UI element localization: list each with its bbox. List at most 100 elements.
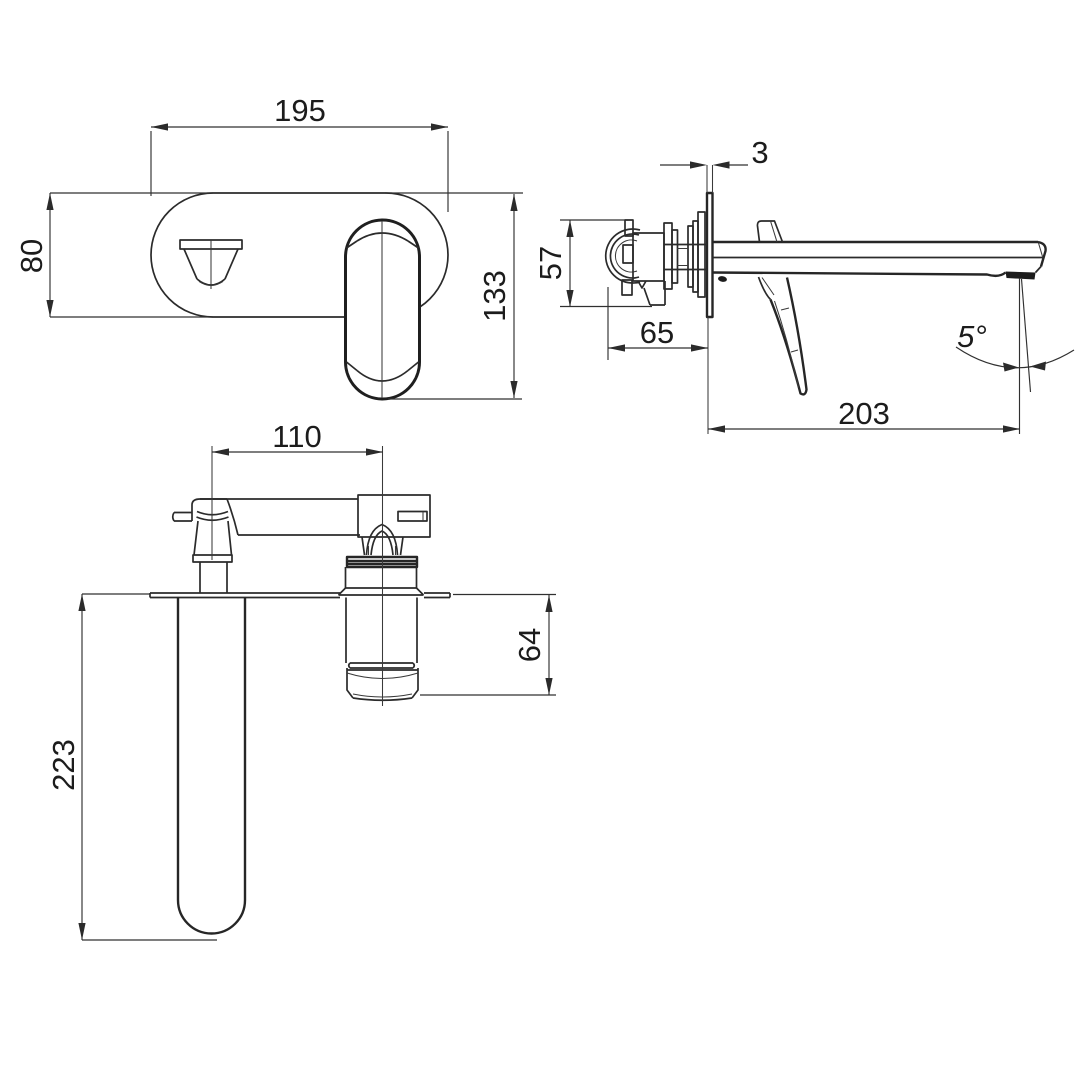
dim-spout-angle: 5° [955, 278, 1075, 393]
dim-label-body-depth: 65 [640, 315, 674, 350]
cartridge-band-2 [671, 229, 679, 284]
escutcheon-sleeve [697, 211, 706, 298]
dim-133-arrow-top [510, 194, 518, 211]
waterway-rails [664, 243, 707, 271]
cartridge-band-1 [663, 222, 673, 290]
body-top-tab [624, 219, 634, 237]
front-view [150, 192, 449, 401]
dim-wall-plate-thickness: 3 [660, 135, 769, 170]
elbow-neck [226, 498, 239, 536]
valve-block-notch [397, 510, 428, 522]
dim-label-spout-angle: 5° [957, 319, 987, 354]
side-view [604, 165, 1047, 434]
wall-plate-front [150, 192, 449, 318]
dim-195-arrow-left [151, 123, 168, 131]
dim-handle-height: 133 [388, 194, 522, 400]
dim-label-wall-plate-thickness: 3 [751, 135, 768, 170]
dim-3-arrow-left [690, 161, 707, 169]
valve-body-upper [344, 567, 418, 588]
lever-blade [769, 277, 808, 396]
dim-label-spout-tube-length: 223 [46, 739, 81, 791]
dim-label-plate-height: 80 [14, 239, 49, 273]
lever-inner-line [774, 300, 800, 388]
clip-arc-outer [604, 228, 641, 284]
spout-tube [176, 597, 247, 935]
dim-223-arrow-bottom [78, 923, 86, 940]
supply-pipe [199, 562, 228, 593]
valve-groove [347, 662, 416, 669]
bell-ribs [367, 546, 397, 555]
dim-valve-protrusion: 64 [420, 593, 556, 696]
lever-fillet [757, 276, 772, 301]
dim-64-arrow-top [545, 595, 553, 612]
dim-label-body-height: 57 [533, 246, 568, 280]
wall-plate-side [705, 191, 714, 319]
connecting-arm [200, 498, 360, 536]
dim-label-handle-height: 133 [477, 270, 512, 322]
dim-110-arrow-left [212, 448, 229, 456]
dim-body-depth: 65 [607, 287, 708, 360]
angle-stream-line [1020, 278, 1032, 393]
spout-front-top [179, 239, 243, 250]
handle-hump-inner [769, 220, 778, 243]
valve-nut [346, 668, 419, 702]
dim-plate-height: 80 [14, 192, 523, 318]
dim-80-lines [49, 192, 523, 318]
dim-223-arrow-top [78, 594, 86, 611]
dim-label-valve-protrusion: 64 [512, 628, 547, 662]
joint-body [193, 520, 233, 556]
body-block [632, 232, 665, 282]
dim-133-arrow-bottom [510, 381, 518, 398]
body-lower-notch [637, 280, 666, 306]
dim-133-lines [388, 194, 522, 400]
body-mid-tab [622, 244, 634, 264]
valve-body-lower [345, 597, 418, 663]
dimensions: 195 80 133 3 57 [14, 93, 1075, 941]
dim-hole-spacing: 110 [212, 419, 383, 456]
dim-223-lines [81, 593, 217, 941]
dim-3-arrow-right [712, 161, 730, 169]
clip-arc-mid [609, 233, 640, 279]
dim-body-height: 57 [533, 219, 652, 308]
waterway-inner-rails [677, 247, 688, 267]
dim-57-arrow-bottom [566, 290, 574, 307]
valve-base-flange [337, 587, 425, 596]
spout-tip-face [1037, 240, 1047, 267]
spout-front-taper [183, 248, 239, 280]
handle-top-ticks [346, 240, 419, 249]
spout-underside [712, 271, 1007, 278]
dim-80-arrow-top [46, 193, 54, 210]
dim-spout-reach: 203 [708, 278, 1021, 434]
handle-bottom-ticks [345, 361, 420, 372]
set-screw-dot [718, 276, 727, 282]
dim-57-arrow-top [566, 220, 574, 237]
plan-view [149, 446, 451, 935]
clip-arc-inner [614, 239, 638, 273]
lever-joint-ticks [780, 307, 799, 353]
dim-203-arrow-right [1003, 425, 1020, 433]
dim-65-arrow-left [608, 344, 625, 352]
angle-arrow-right [1030, 361, 1046, 371]
lever-pivot-line [761, 277, 775, 296]
dim-plate-width: 195 [150, 93, 449, 212]
dim-65-arrow-right [691, 344, 708, 352]
dim-203-arrow-left [708, 425, 725, 433]
dim-label-spout-reach: 203 [838, 396, 890, 431]
body-bottom-tab [621, 279, 633, 296]
plate-thickness-ext [706, 165, 714, 193]
handle-pin [171, 511, 192, 522]
dim-label-plate-width: 195 [274, 93, 326, 128]
bell-flanks [361, 536, 404, 556]
valve-block [357, 494, 431, 538]
angle-arrow-left [1003, 362, 1019, 372]
dim-195-arrow-right [431, 123, 448, 131]
spout-tip-inner-line [1037, 242, 1044, 257]
elbow-cap [191, 498, 227, 521]
aerator-step [1034, 265, 1042, 274]
dim-label-hole-spacing: 110 [272, 419, 321, 454]
dim-110-arrow-right [366, 448, 383, 456]
dim-195-lines [150, 126, 449, 212]
dim-spout-tube-length: 223 [46, 593, 217, 941]
